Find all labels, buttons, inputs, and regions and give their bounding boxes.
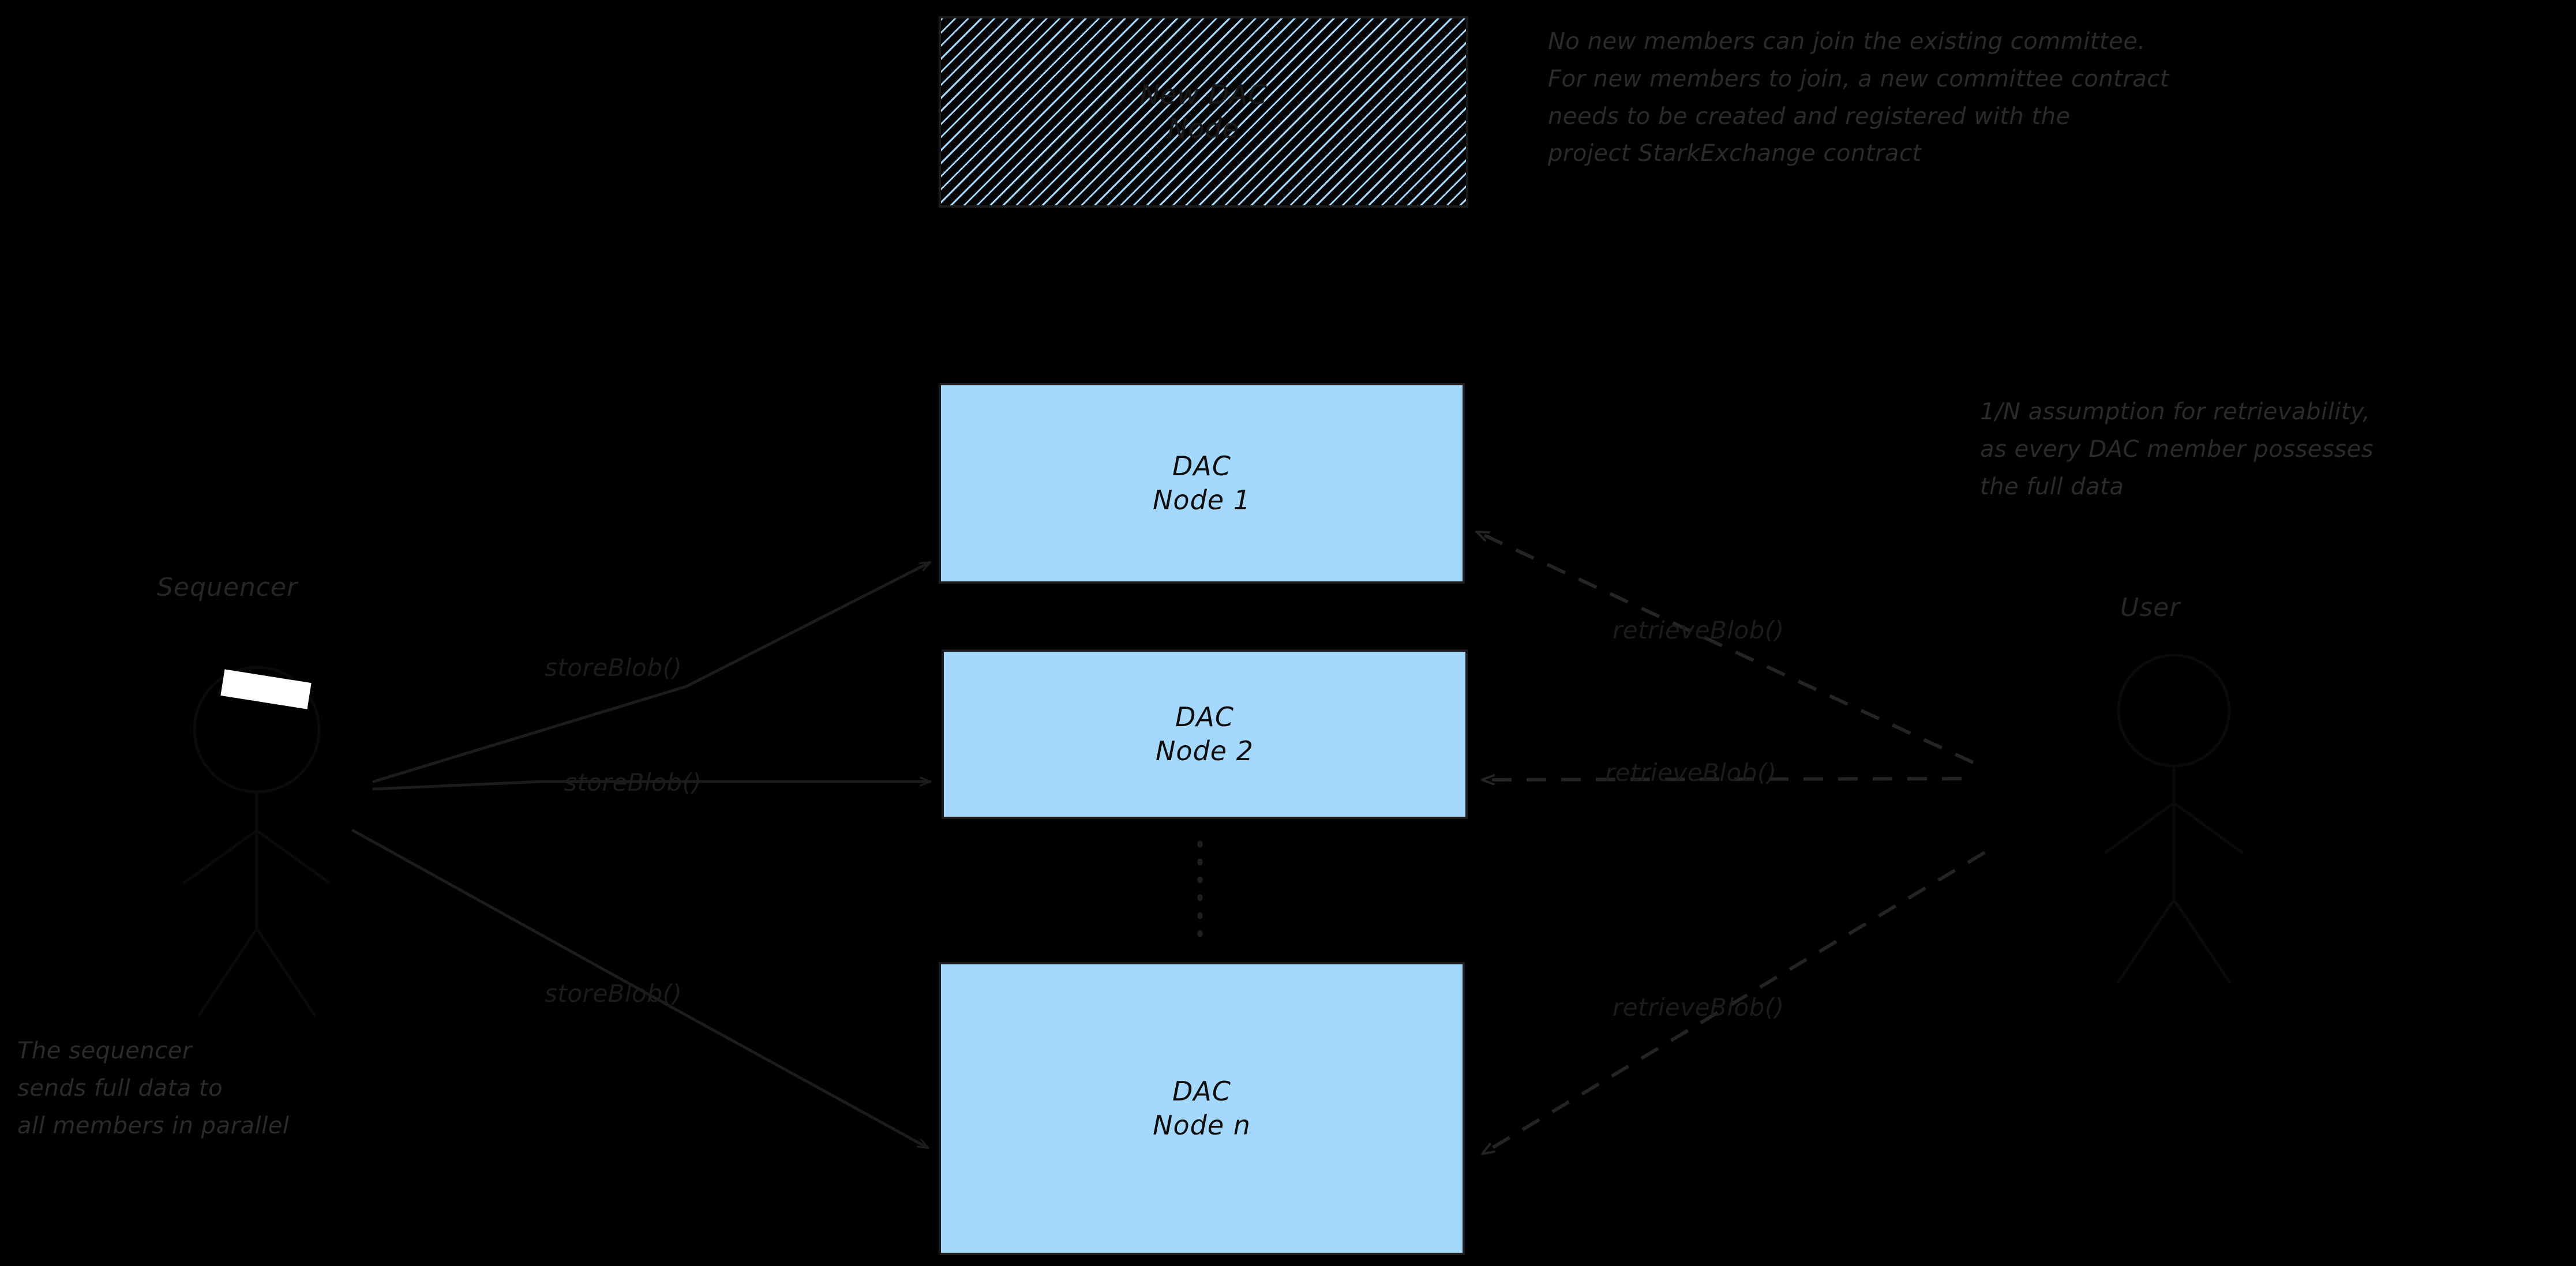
dac-node-n-box[interactable]: DAC Node n <box>939 962 1465 1255</box>
dac-node-n-subtitle: Node n <box>1153 1110 1251 1141</box>
new-dac-node-title: New DAC <box>1139 79 1268 111</box>
committee-note: No new members can join the existing com… <box>1548 28 2169 167</box>
dac-node-1-box[interactable]: DAC Node 1 <box>939 383 1465 584</box>
user-label: User <box>2120 593 2181 622</box>
sequencer-label: Sequencer <box>157 573 298 602</box>
edge-label-retrieve-blob-node1: retrieveBlob() <box>1613 616 1784 644</box>
edge-label-retrieve-blob-noden: retrieveBlob() <box>1613 993 1784 1021</box>
user-actor-icon <box>2104 653 2244 983</box>
dac-node-2-subtitle: Node 2 <box>1156 735 1254 767</box>
edge-label-store-blob-node1: storeBlob() <box>545 653 683 682</box>
edge-label-store-blob-node2: storeBlob() <box>564 768 702 797</box>
dac-node-1-subtitle: Node 1 <box>1153 484 1251 516</box>
edge-label-store-blob-noden: storeBlob() <box>545 979 683 1008</box>
dac-node-2-box[interactable]: DAC Node 2 <box>942 649 1468 819</box>
dac-node-2-title: DAC <box>1175 701 1234 733</box>
edge-label-retrieve-blob-node2: retrieveBlob() <box>1605 758 1777 787</box>
sequencer-highlight-badge <box>220 669 312 709</box>
sequencer-actor-icon <box>183 666 331 1017</box>
dac-node-n-title: DAC <box>1172 1076 1231 1107</box>
sequencer-note: The sequencer sends full data to all mem… <box>17 1038 290 1139</box>
edge-retrieve-blob-node1 <box>1477 530 1974 764</box>
new-dac-node-subtitle: Node <box>1167 113 1240 144</box>
new-dac-node-box[interactable]: New DAC Node <box>939 16 1468 208</box>
retrievability-note: 1/N assumption for retrievability, as ev… <box>1980 399 2374 500</box>
dac-node-1-title: DAC <box>1172 450 1231 482</box>
